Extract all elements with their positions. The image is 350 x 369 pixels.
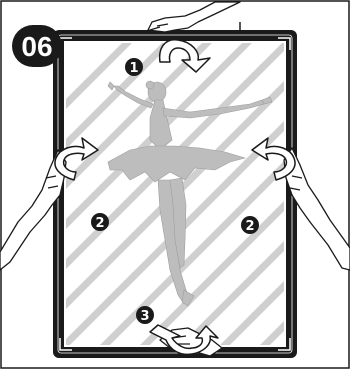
marker-2-left-label: 2 [95, 216, 104, 231]
marker-2-right: 2 [241, 216, 259, 234]
marker-1-label: 1 [129, 61, 138, 76]
step-number: 06 [21, 31, 52, 62]
marker-2-right-label: 2 [245, 219, 254, 234]
step-badge: 06 [12, 25, 62, 67]
marker-1: 1 [125, 58, 143, 76]
marker-3: 3 [136, 306, 154, 324]
marker-2-left: 2 [91, 213, 109, 231]
hand-icon [148, 2, 240, 34]
marker-3-label: 3 [140, 309, 149, 324]
